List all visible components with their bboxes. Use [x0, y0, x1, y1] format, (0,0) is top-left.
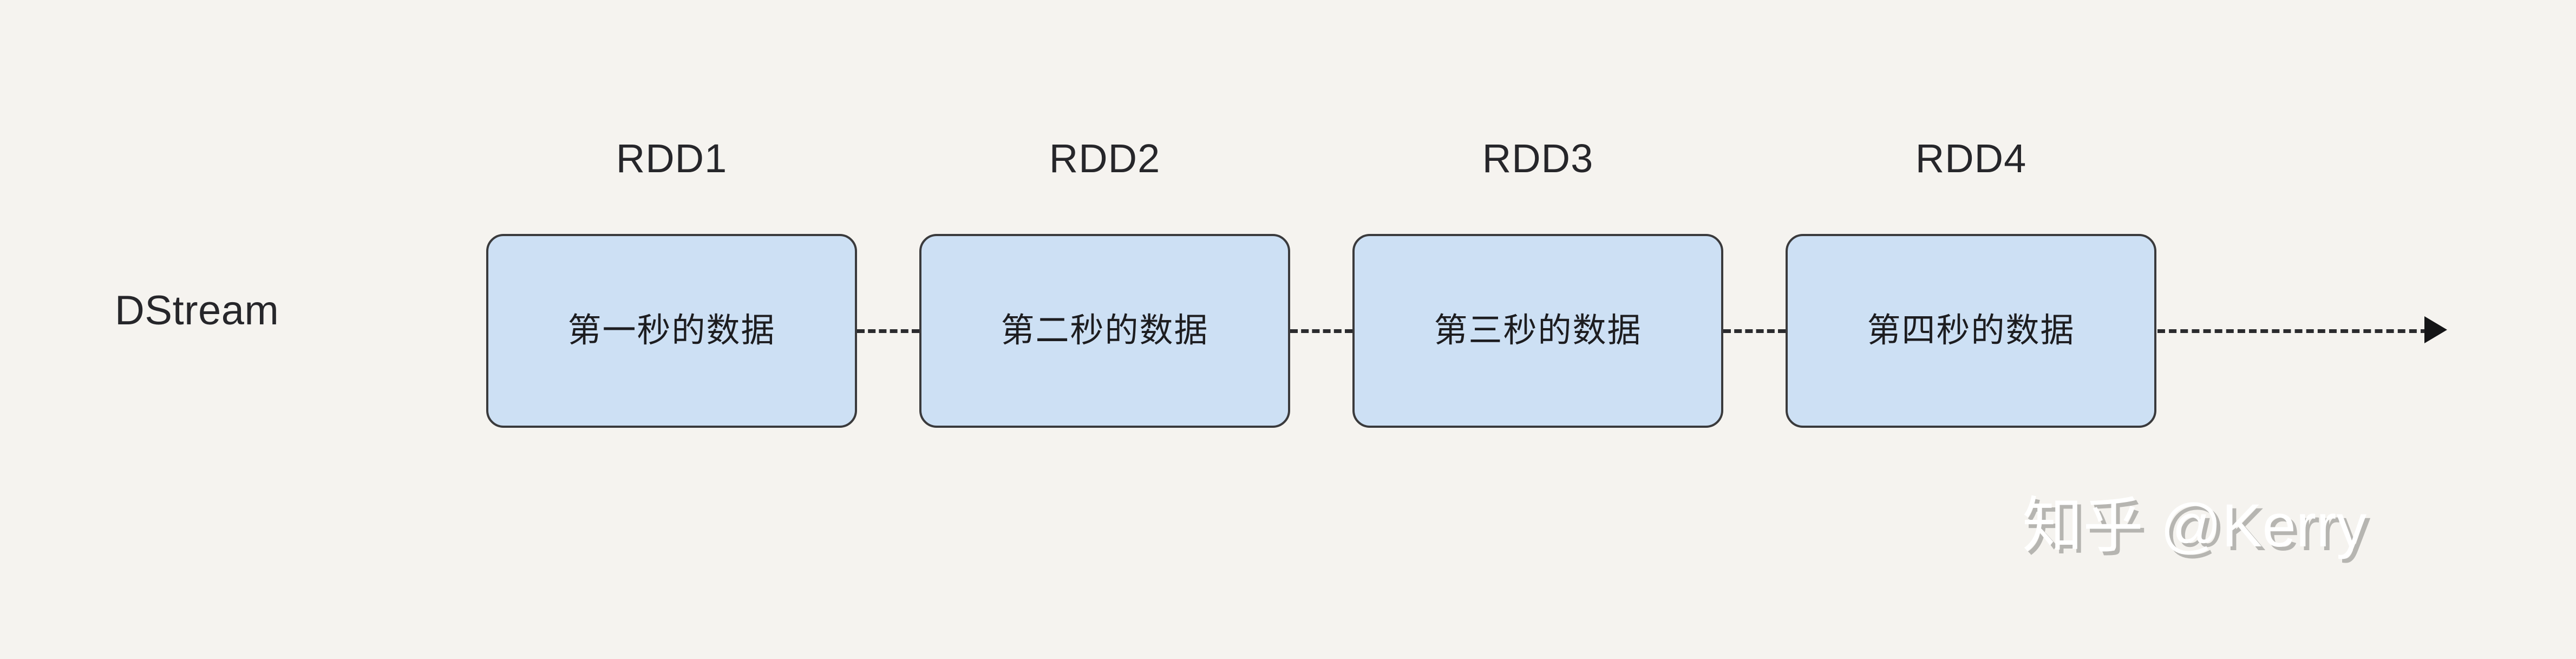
rdd-caption-1: RDD1 — [616, 136, 728, 181]
rdd-box-3[interactable]: 第三秒的数据 — [1352, 234, 1723, 428]
rdd-caption-3: RDD3 — [1482, 136, 1594, 181]
connector-3-4 — [1723, 329, 1786, 333]
rdd-box-4-label: 第四秒的数据 — [1867, 312, 2075, 349]
connector-2-3 — [1290, 329, 1352, 333]
rdd-box-1[interactable]: 第一秒的数据 — [486, 234, 857, 428]
rdd-box-1-label: 第一秒的数据 — [567, 312, 776, 349]
watermark-text: 知乎 @Kerry — [2022, 492, 2367, 559]
rdd-box-4[interactable]: 第四秒的数据 — [1786, 234, 2156, 428]
rdd-caption-2: RDD2 — [1049, 136, 1161, 181]
dstream-row-label: DStream — [115, 288, 279, 334]
arrow-right-icon — [2424, 316, 2447, 343]
rdd-caption-4: RDD4 — [1915, 136, 2027, 181]
rdd-box-2[interactable]: 第二秒的数据 — [919, 234, 1290, 428]
rdd-box-3-label: 第三秒的数据 — [1434, 312, 1642, 349]
connector-1-2 — [857, 329, 919, 333]
rdd-box-2-label: 第二秒的数据 — [1001, 312, 1209, 349]
trailing-arrow-line — [2157, 329, 2428, 333]
